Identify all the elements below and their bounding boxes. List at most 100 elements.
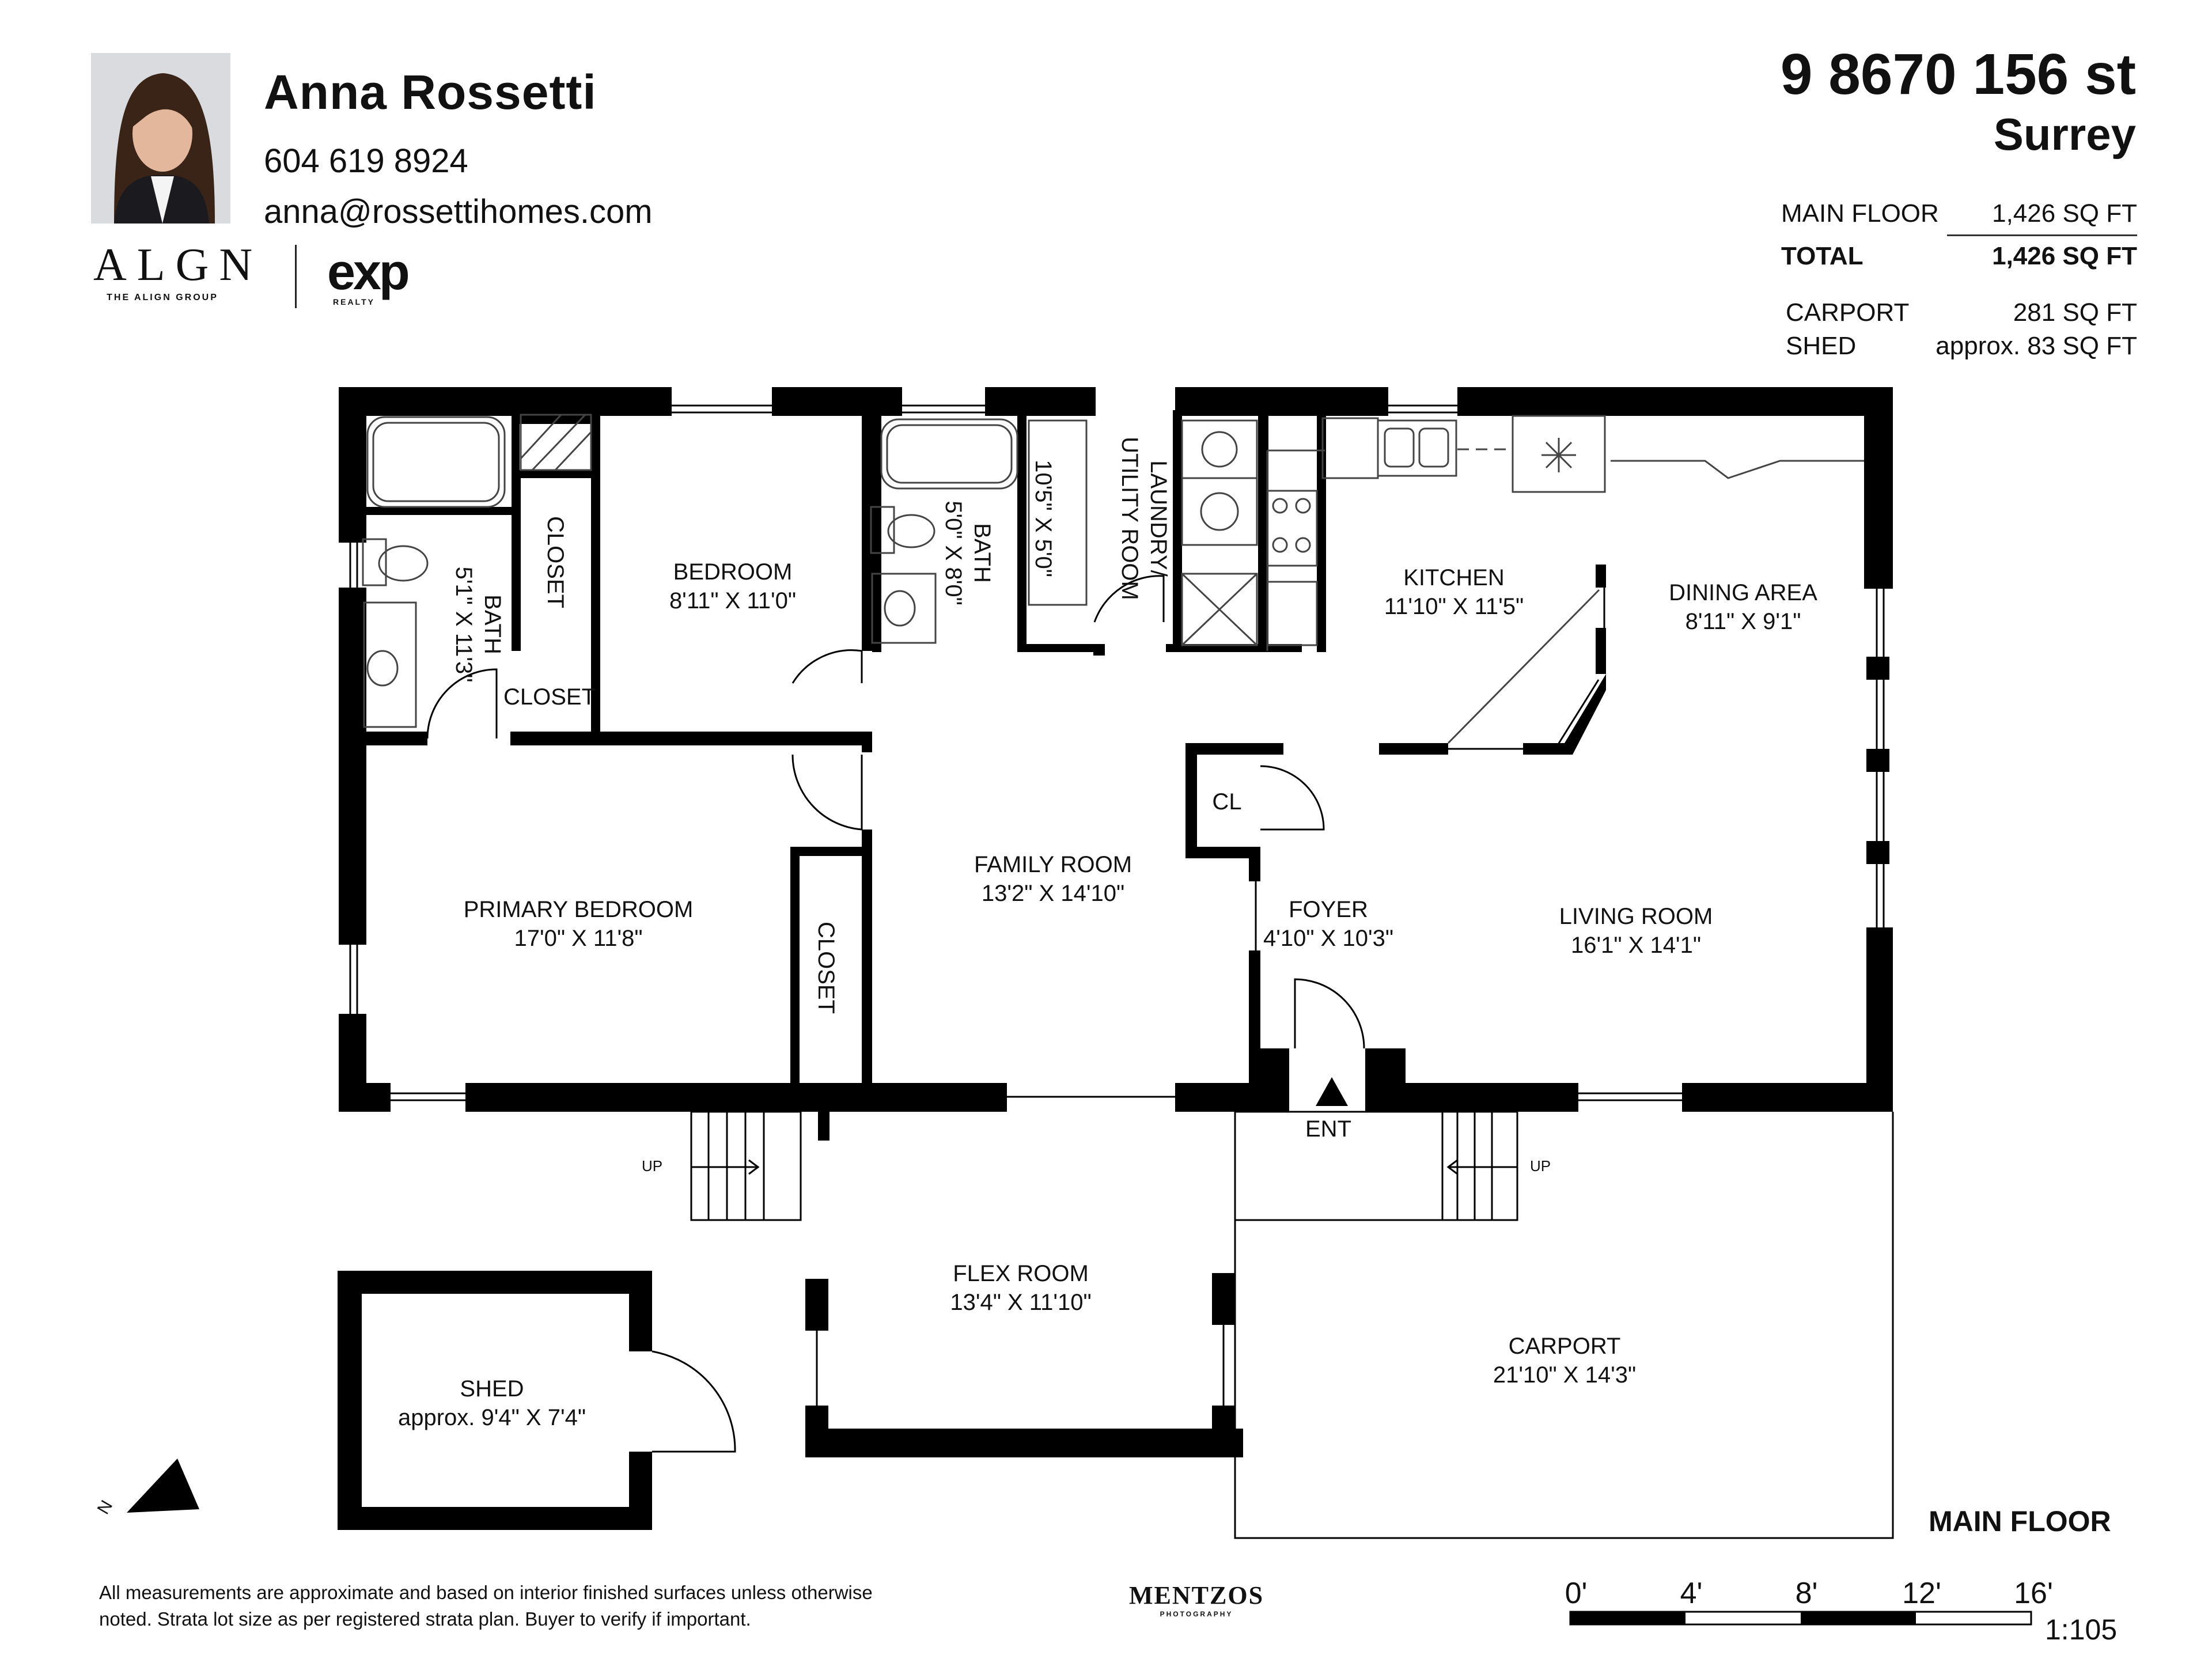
room-label-cl: CL	[1212, 787, 1241, 816]
room-label-closet: CLOSET	[812, 922, 840, 1014]
photographer-tagline: PHOTOGRAPHY	[1160, 1610, 1233, 1618]
floor-title: MAIN FLOOR	[1929, 1505, 2111, 1537]
stair-label: UP	[641, 1157, 663, 1175]
logo-divider	[295, 245, 297, 308]
room-label-foyer: FOYER 4'10" X 10'3"	[1263, 895, 1393, 953]
scale-tick: 8'	[1795, 1577, 1818, 1610]
room-label-family: FAMILY ROOM 13'2" X 14'10"	[974, 850, 1132, 908]
area-value: 1,426 SQ FT	[1992, 242, 2137, 270]
room-size: 17'0" X 11'8"	[514, 926, 643, 951]
area-value: approx. 83 SQ FT	[1936, 332, 2137, 360]
entry-arrow-icon	[1316, 1077, 1348, 1106]
area-label: TOTAL	[1781, 242, 1863, 270]
scale-tick: 0'	[1565, 1577, 1588, 1610]
room-size: 5'0" X 8'0"	[941, 501, 966, 605]
stair-up-label: UP	[642, 1152, 662, 1180]
address-city: Surrey	[1993, 109, 2136, 160]
room-name: LAUNDRY/ UTILITY ROOM	[1117, 437, 1171, 600]
exp-logo: exp REALTY	[327, 243, 410, 307]
room-label-shed: SHED approx. 9'4" X 7'4"	[398, 1374, 586, 1432]
room-name: SHED	[460, 1376, 524, 1402]
room-name: FAMILY ROOM	[974, 852, 1132, 877]
area-value: 281 SQ FT	[2013, 298, 2137, 327]
room-size: 8'11" X 9'1"	[1685, 609, 1801, 634]
kitchen-sink-icon	[1384, 427, 1415, 468]
range-hood-icon	[1512, 415, 1606, 493]
disclaimer-line: noted. Strata lot size as per registered…	[99, 1608, 751, 1630]
room-size: 13'2" X 14'10"	[981, 881, 1125, 906]
room-name: FOYER	[1289, 897, 1368, 922]
align-logo-tagline: THE ALIGN GROUP	[107, 293, 218, 302]
room-size: 8'11" X 11'0"	[669, 588, 797, 613]
room-label-flex: FLEX ROOM 13'4" X 11'10"	[950, 1259, 1091, 1317]
room-name: CARPORT	[1508, 1334, 1621, 1359]
water-heater-icon	[1181, 573, 1258, 646]
agent-email[interactable]: anna@rossettihomes.com	[264, 193, 653, 230]
bathtub-icon	[880, 418, 1018, 490]
align-logo: ALGN THE ALIGN GROUP	[93, 242, 252, 303]
room-name: DINING AREA	[1669, 580, 1817, 605]
area-label: MAIN FLOOR	[1781, 199, 1939, 228]
exp-logo-text: exp	[327, 243, 410, 300]
scale-ratio: 1:105	[2045, 1613, 2118, 1646]
scale-tick: 4'	[1680, 1577, 1703, 1610]
scale-tick: 12'	[1902, 1577, 1941, 1610]
agent-phone[interactable]: 604 619 8924	[264, 142, 468, 180]
room-name: FLEX ROOM	[953, 1261, 1089, 1286]
dishwasher-icon	[1321, 417, 1379, 479]
room-label-bedroom: BEDROOM 8'11" X 11'0"	[669, 558, 796, 615]
room-label-bath-primary: BATH 5'1" X 11'3"	[449, 567, 507, 683]
agent-name: Anna Rossetti	[264, 65, 597, 119]
fridge-icon	[1266, 581, 1318, 646]
stair-label: UP	[1529, 1157, 1551, 1175]
room-label-kitchen: KITCHEN 11'10" X 11'5"	[1384, 563, 1524, 621]
room-size: 21'10" X 14'3"	[1493, 1362, 1637, 1388]
area-label: SHED	[1786, 332, 1857, 360]
area-divider	[1947, 234, 2137, 236]
doors	[426, 575, 1365, 1453]
scale-tick: 16'	[2014, 1577, 2053, 1610]
bathtub-icon	[366, 416, 506, 508]
room-size: 4'10" X 10'3"	[1263, 926, 1394, 951]
exp-logo-tagline: REALTY	[333, 297, 375, 306]
room-name: LIVING ROOM	[1559, 904, 1713, 929]
photographer-name: MENTZOS	[1129, 1581, 1264, 1609]
room-size: 13'4" X 11'10"	[950, 1290, 1092, 1315]
toilet-icon	[362, 538, 387, 586]
disclaimer: All measurements are approximate and bas…	[99, 1580, 963, 1633]
sink-icon	[363, 601, 417, 728]
dryer-icon	[1181, 477, 1258, 546]
area-value: 1,426 SQ FT	[1992, 199, 2137, 228]
room-name: KITCHEN	[1403, 565, 1505, 590]
room-label-carport: CARPORT 21'10" X 14'3"	[1493, 1332, 1636, 1389]
fixtures	[362, 414, 1864, 744]
room-name: BATH	[969, 523, 995, 583]
compass-icon	[127, 1459, 199, 1513]
sink-icon	[871, 573, 937, 644]
room-name: CLOSET	[543, 516, 568, 609]
room-label-closet: CLOSET	[541, 516, 570, 608]
room-label-entry: ENT	[1305, 1115, 1351, 1143]
stair-up-label: UP	[1530, 1152, 1551, 1180]
room-label-bath-secondary: BATH 5'0" X 8'0"	[939, 501, 997, 605]
disclaimer-line: All measurements are approximate and bas…	[99, 1582, 873, 1603]
area-label: CARPORT	[1786, 298, 1910, 327]
agent-portrait-icon	[91, 53, 230, 224]
room-size: 11'10" X 11'5"	[1384, 594, 1524, 619]
windows	[349, 404, 1885, 1449]
room-name: BATH	[480, 594, 505, 654]
room-name: CLOSET	[503, 684, 596, 710]
room-label-primary-bedroom: PRIMARY BEDROOM 17'0" X 11'8"	[464, 895, 694, 953]
room-label-dining: DINING AREA 8'11" X 9'1"	[1669, 578, 1817, 636]
room-size: approx. 9'4" X 7'4"	[397, 1405, 586, 1430]
room-label-laundry: LAUNDRY/ UTILITY ROOM 10'5" X 5'0"	[1000, 437, 1230, 600]
toilet-icon	[870, 506, 895, 554]
room-size: 16'1" X 14'1"	[1570, 933, 1702, 958]
room-label-living: LIVING ROOM 16'1" X 14'1"	[1559, 902, 1713, 960]
laundry-counter-icon	[1028, 419, 1088, 606]
carport-outline	[1234, 1112, 1894, 1539]
room-label-closet: CLOSET	[503, 683, 596, 711]
room-name: ENT	[1305, 1116, 1351, 1142]
scale-bar	[1569, 1611, 2032, 1626]
